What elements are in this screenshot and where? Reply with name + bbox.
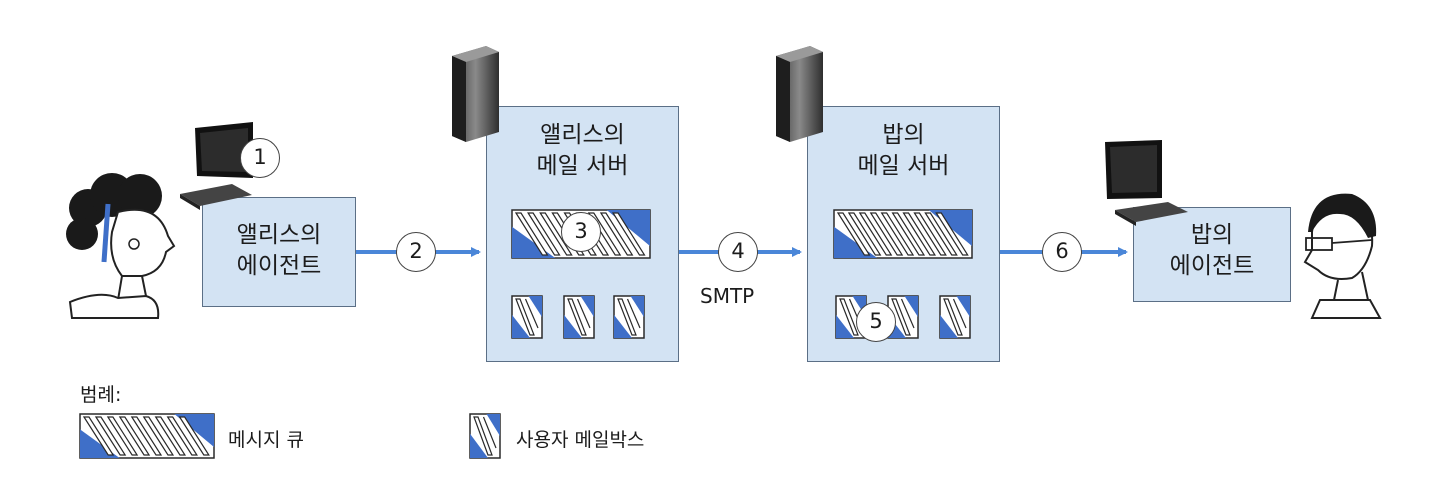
person-bob-icon: [1303, 193, 1382, 319]
alice-server-label: 앨리스의 메일 서버: [486, 120, 679, 182]
mailbox-icon: [511, 295, 543, 339]
server-icon: [452, 46, 499, 142]
mailbox-icon: [469, 413, 501, 459]
bob-agent-label-line2: 에이전트: [1169, 253, 1255, 279]
step-3: 3: [561, 212, 601, 252]
step-2: 2: [396, 232, 436, 272]
step-1: 1: [240, 138, 280, 178]
message-queue-icon: [79, 413, 215, 459]
person-alice-icon: [66, 173, 176, 319]
mailbox-icon: [563, 295, 595, 339]
step-6: 6: [1042, 232, 1082, 272]
legend-title: 범례:: [80, 384, 122, 406]
step-5: 5: [856, 302, 896, 342]
computer-icon: [1105, 140, 1188, 226]
protocol-label: SMTP: [700, 284, 755, 308]
alice-server-label-line2: 메일 서버: [536, 153, 629, 179]
alice-server-label-line1: 앨리스의: [540, 122, 625, 148]
bob-server-label-line1: 밥의: [882, 122, 925, 148]
bob-server-label: 밥의 메일 서버: [807, 120, 1000, 182]
step-4: 4: [718, 232, 758, 272]
mailbox-icon: [939, 295, 971, 339]
alice-agent-label-line1: 앨리스의: [236, 222, 322, 248]
server-icon: [776, 46, 823, 142]
legend-queue-label: 메시지 큐: [228, 429, 304, 451]
message-queue-icon: [833, 209, 973, 259]
bob-agent-label-line1: 밥의: [1190, 222, 1234, 248]
bob-server-label-line2: 메일 서버: [857, 153, 950, 179]
legend-mailbox-label: 사용자 메일박스: [516, 429, 645, 451]
alice-agent-label-line2: 에이전트: [236, 253, 322, 279]
alice-agent-box: [202, 197, 356, 307]
mailbox-icon: [613, 295, 645, 339]
alice-agent-label: 앨리스의 에이전트: [202, 220, 356, 282]
bob-agent-label: 밥의 에이전트: [1133, 220, 1291, 282]
bob-agent-box: [1133, 207, 1291, 302]
computer-icon: [180, 122, 253, 210]
